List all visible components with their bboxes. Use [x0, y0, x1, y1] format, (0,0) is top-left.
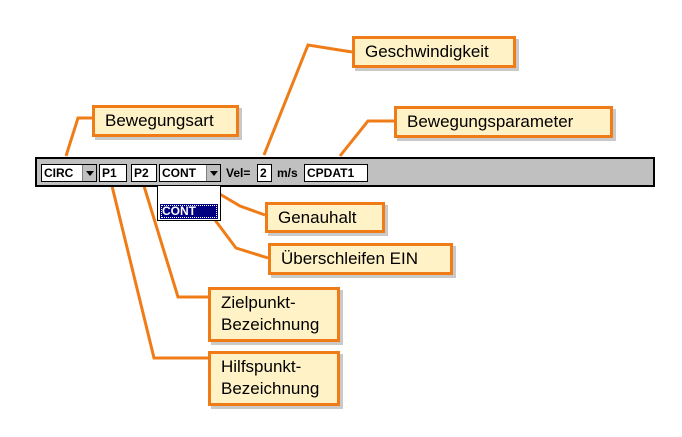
callout-bewegungsparameter: Bewegungsparameter: [394, 106, 613, 138]
leader-hilfspunkt: [110, 185, 208, 360]
callout-genauhalt-text: Genauhalt: [278, 208, 357, 227]
velocity-value: 2: [260, 166, 267, 180]
target-point-value: P2: [134, 166, 149, 180]
callout-ueberschleifen: Überschleifen EIN: [268, 243, 453, 275]
velocity-unit: m/s: [277, 166, 298, 180]
chevron-down-icon[interactable]: [206, 165, 220, 181]
velocity-field[interactable]: 2: [257, 164, 272, 182]
motion-parameters-value: CPDAT1: [307, 166, 355, 180]
callout-zielpunkt: Zielpunkt- Bezeichnung: [208, 287, 340, 342]
leader-geschwindigkeit: [262, 43, 353, 156]
callout-geschwindigkeit-text: Geschwindigkeit: [365, 42, 489, 61]
aux-point-field[interactable]: P1: [99, 164, 127, 182]
motion-type-select[interactable]: CIRC: [41, 164, 97, 182]
callout-bewegungsparameter-text: Bewegungsparameter: [407, 112, 574, 131]
callout-ueberschleifen-text: Überschleifen EIN: [281, 249, 419, 268]
velocity-label: Vel=: [226, 166, 251, 180]
motion-parameters-field[interactable]: CPDAT1: [304, 164, 368, 182]
dropdown-option-cont[interactable]: CONT: [160, 204, 218, 219]
leader-bewegungsart: [64, 116, 92, 157]
motion-type-value: CIRC: [44, 166, 74, 180]
chevron-down-icon[interactable]: [82, 165, 96, 181]
dropdown-option-empty[interactable]: [160, 188, 218, 203]
callout-hilfspunkt-line1: Hilfspunkt-: [221, 357, 302, 376]
aux-point-value: P1: [102, 166, 117, 180]
callout-zielpunkt-line2: Bezeichnung: [221, 315, 320, 334]
callout-bewegungsart-text: Bewegungsart: [105, 111, 214, 130]
approximation-value: CONT: [162, 166, 196, 180]
callout-hilfspunkt: Hilfspunkt- Bezeichnung: [208, 351, 340, 406]
callout-genauhalt: Genauhalt: [265, 202, 385, 233]
approximation-select[interactable]: CONT: [159, 164, 221, 182]
callout-hilfspunkt-line2: Bezeichnung: [221, 379, 320, 398]
inline-form-toolbar: CIRC P1 P2 CONT Vel= 2 m/s CPDAT1: [35, 157, 655, 187]
callout-bewegungsart: Bewegungsart: [92, 105, 239, 137]
leader-bewegungsparameter: [338, 119, 394, 157]
target-point-field[interactable]: P2: [131, 164, 157, 182]
callout-zielpunkt-line1: Zielpunkt-: [221, 293, 296, 312]
leader-ueberschleifen: [210, 215, 269, 260]
callout-geschwindigkeit: Geschwindigkeit: [352, 36, 516, 68]
approximation-dropdown-list: CONT: [157, 185, 221, 221]
leader-zielpunkt: [142, 185, 208, 299]
leader-genauhalt: [217, 191, 266, 217]
